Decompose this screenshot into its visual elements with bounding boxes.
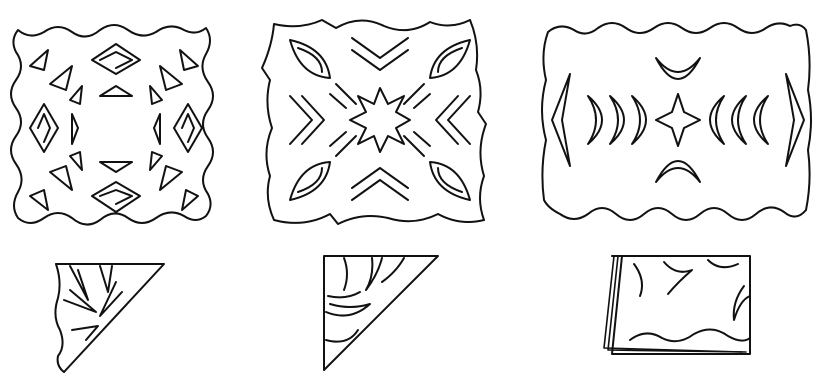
panel-2-central-star (350, 88, 410, 152)
panel-2-slit-tl (330, 84, 356, 108)
panel-2-leaf-tr (430, 40, 470, 78)
panel-2-triangle-cut-1 (344, 258, 347, 290)
panel-1-leaf-br (160, 166, 182, 190)
panel-1-inner-sliver-bl (70, 152, 82, 170)
panel-2-triangle-cut-2 (366, 258, 382, 290)
panel-2-slit-tr (404, 84, 430, 108)
panel-1-corner-cut-tr (180, 50, 198, 70)
panel-1-bottom-diamond (92, 182, 140, 212)
panel-2-chevron-left (290, 96, 324, 144)
panel-3-unfolded-rectangle (542, 23, 811, 220)
panel-1-inner-sliver-tl (70, 86, 82, 104)
panel-2-triangle-cut-3 (382, 258, 404, 282)
panel-3-top-arch (656, 58, 700, 79)
panel-3-crescent-right-3 (710, 96, 724, 144)
panel-1-leaf-tr (160, 66, 182, 90)
panel-2-triangle-cut-5 (326, 304, 370, 316)
panel-3-crescent-left-1 (588, 96, 602, 144)
panel-3-stack-cut-1 (634, 264, 642, 296)
panel-1-triangle-wavy-edge (55, 264, 64, 372)
panel-3-scalloped-border (542, 23, 811, 220)
panel-3-stack-bottom-scallop (630, 329, 750, 341)
panel-2-folded-triangle (324, 256, 438, 370)
panel-3-central-star (656, 94, 700, 146)
panel-1-triangle-cut-1 (70, 266, 88, 300)
panel-2-triangle-cut-4 (328, 292, 360, 297)
panel-3-left-bracket (552, 74, 570, 166)
panel-1-top-diamond (92, 44, 140, 74)
panel-3-crescent-left-2 (610, 96, 624, 144)
panel-1-inner-sliver-br (150, 152, 162, 170)
panel-1-right-diamond (174, 104, 202, 152)
panel-3-crescent-right-1 (754, 96, 768, 144)
panel-1-triangle-cut-5 (72, 326, 98, 340)
panel-2-chevron-right (436, 96, 470, 144)
panel-3-right-bracket (786, 74, 804, 166)
panel-1-triangle-cut-4 (100, 282, 122, 316)
panel-3-crescent-right-2 (732, 96, 746, 144)
panel-1-inner-sliver-tr (150, 86, 162, 104)
panel-1-corner-cut-bl (30, 190, 48, 210)
panel-2-unfolded-square (262, 20, 486, 224)
panel-1-leaf-bl (50, 166, 72, 190)
panel-1-unfolded-square (11, 25, 213, 225)
panel-1-inner-wedge-bottom (100, 162, 132, 172)
panel-3-stack-cut-4 (734, 286, 750, 320)
panel-1-inner-wedge-left (72, 114, 78, 144)
panel-2-slit-br (404, 132, 430, 156)
panel-1-inner-wedge-right (154, 114, 160, 144)
panel-1-triangle-cut-2 (100, 266, 112, 292)
panel-1-left-diamond (30, 104, 58, 152)
panel-3-folded-stack (604, 256, 750, 354)
panel-3-bottom-arch (656, 161, 700, 182)
panel-1-triangle-cut-3 (64, 290, 96, 312)
panel-2-slit-bl (330, 132, 356, 156)
panel-3-crescent-left-3 (632, 96, 646, 144)
panel-2-leaf-br (430, 162, 470, 200)
panel-2-leaf-tl (290, 40, 330, 78)
panel-2-triangle-outline (324, 256, 438, 370)
panel-1-inner-wedge-top (100, 86, 132, 96)
panel-2-chevron-bottom (352, 168, 408, 200)
panel-3-stack-cut-3 (708, 260, 738, 267)
panel-2-leaf-bl (290, 162, 330, 200)
panel-1-folded-triangle (55, 264, 164, 372)
panel-1-corner-cut-br (182, 190, 198, 210)
panel-3-stack-cut-2 (664, 262, 692, 294)
panel-1-corner-cut-tl (30, 50, 48, 70)
panel-1-leaf-tl (50, 66, 72, 90)
panel-2-chevron-top (352, 38, 408, 70)
